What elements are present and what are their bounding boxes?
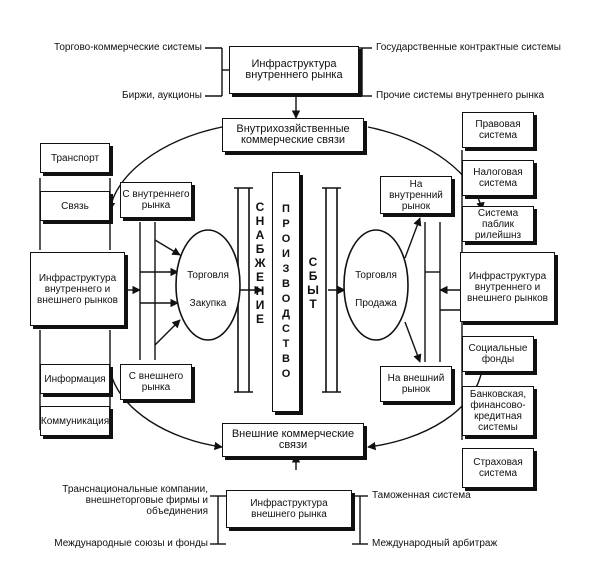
left-ellipse-label-1: Торговля [187, 270, 229, 281]
to-external-market-box: На внешний рынок [380, 366, 452, 402]
legal-system-box: Правовая система [462, 112, 534, 148]
cycle-arc-top-right [367, 126, 485, 211]
left-ellipse-label-2: Закупка [189, 298, 227, 309]
top-left-item-1: Торгово-коммерческие системы [54, 42, 202, 53]
internal-links-box: Внутрихозяйственные коммерческие связи [222, 118, 364, 152]
from-external-market-box: С внешнего рынка [120, 364, 192, 400]
banking-system-box: Банковская, финансово-кредитная системы [462, 386, 534, 436]
top-infrastructure-box: Инфраструктура внутреннего рынка [229, 46, 359, 94]
top-right-item-2: Прочие системы внутреннего рынка [376, 90, 545, 101]
insurance-system-box: Страховая система [462, 448, 534, 488]
bottom-right-item-1: Таможенная система [372, 490, 471, 501]
bottom-left-item-1: Транснациональные компании, внешнеторгов… [62, 484, 208, 517]
right-ellipse-label-1: Торговля [355, 270, 397, 281]
cycle-arc-top-left [106, 126, 223, 211]
cycle-arc-bottom-right [367, 369, 483, 451]
from-internal-market-box: С внутреннего рынка [120, 182, 192, 218]
communication-box: Коммуникация [40, 406, 110, 436]
top-left-item-2: Биржи, аукционы [122, 90, 202, 101]
bottom-infrastructure-box: Инфраструктура внешнего рынка [226, 490, 352, 528]
right-ellipse-label-2: Продажа [355, 298, 397, 309]
external-links-box: Внешние коммерческие связи [222, 423, 364, 457]
bottom-left-item-2: Международные союзы и фонды [54, 538, 208, 549]
cycle-arc-bottom-left [109, 369, 223, 451]
social-funds-box: Социальные фонды [462, 336, 534, 372]
communication-link-box: Связь [40, 191, 110, 221]
to-internal-market-box: На внутренний рынок [380, 176, 452, 214]
right-infrastructure-box: Инфраструктура внутреннего и внешнего ры… [460, 252, 555, 322]
public-relations-box: Система паблик рилейшнз [462, 206, 534, 242]
transport-box: Транспорт [40, 143, 110, 173]
bottom-right-item-2: Международный арбитраж [372, 538, 498, 549]
top-right-item-1: Государственные контрактные системы [376, 42, 561, 53]
tax-system-box: Налоговая система [462, 160, 534, 196]
information-box: Информация [40, 364, 110, 394]
left-ellipse [175, 229, 241, 341]
right-ellipse [343, 229, 409, 341]
left-infrastructure-box: Инфраструктура внутреннего и внешнего ры… [30, 252, 125, 326]
